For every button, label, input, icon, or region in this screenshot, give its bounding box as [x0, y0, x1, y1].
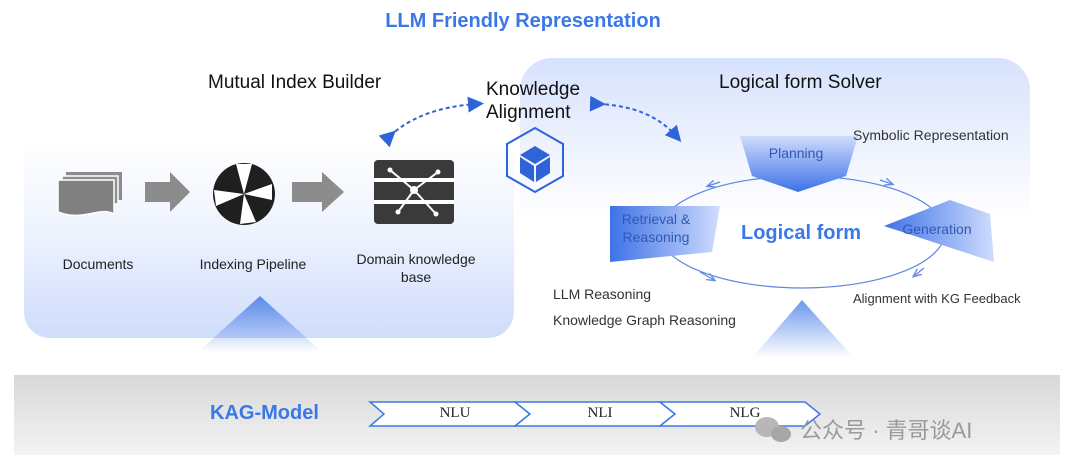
kag-model-label: KAG-Model: [210, 402, 319, 424]
llm-reasoning-label: LLM Reasoning: [553, 286, 652, 302]
documents-icon: [57, 172, 122, 217]
generation-shape: [884, 200, 994, 262]
glow-shape: [198, 296, 322, 352]
cycle-arrow: [879, 180, 892, 184]
planning-label: Planning: [768, 145, 824, 161]
logical-form-label: Logical form: [741, 222, 862, 244]
nlg-stage: NLG: [729, 405, 761, 421]
mutual-index-title: Mutual Index Builder: [208, 72, 382, 93]
documents-label: Documents: [62, 256, 134, 272]
alignment-line-1: Knowledge: [486, 79, 581, 100]
nlu-stage: NLU: [439, 405, 471, 421]
planning-shape: [740, 136, 858, 192]
indexing-pipeline-label: Indexing Pipeline: [199, 256, 307, 272]
indexing-pipeline-icon: [213, 163, 275, 225]
glow-shape: [752, 300, 854, 358]
alignment-right-arrow: [589, 95, 682, 143]
alignment-line-2: Alignment: [486, 102, 571, 123]
nli-stage: NLI: [587, 405, 613, 421]
kg-feedback-label: Alignment with KG Feedback: [853, 291, 1021, 306]
knowledge-alignment-title: Knowledge Alignment: [486, 78, 580, 124]
knowledge-base-label: Domain knowledge base: [356, 251, 476, 285]
knowledge-base-icon: [374, 160, 454, 224]
arrow-icon: [145, 172, 190, 212]
symbolic-representation-label: Symbolic Representation: [853, 127, 1009, 143]
retrieval-shape: [610, 206, 720, 262]
alignment-left-arrow: [378, 96, 484, 148]
watermark-text: 公众号 · 青哥谈AI: [800, 418, 973, 443]
cycle-arrow: [708, 182, 721, 186]
cycle-arrow: [699, 271, 714, 280]
generation-label: Generation: [902, 221, 972, 237]
kg-reasoning-label: Knowledge Graph Reasoning: [553, 312, 736, 328]
arrow-icon: [292, 172, 344, 212]
cube-icon: [506, 126, 564, 194]
wechat-icon: [755, 417, 791, 442]
page-title: LLM Friendly Representation: [385, 10, 661, 32]
cycle-arrow: [914, 267, 925, 276]
kag-model-pipeline: [367, 401, 822, 427]
retrieval-label: Retrieval & Reasoning: [621, 211, 691, 245]
solver-title: Logical form Solver: [719, 72, 882, 93]
